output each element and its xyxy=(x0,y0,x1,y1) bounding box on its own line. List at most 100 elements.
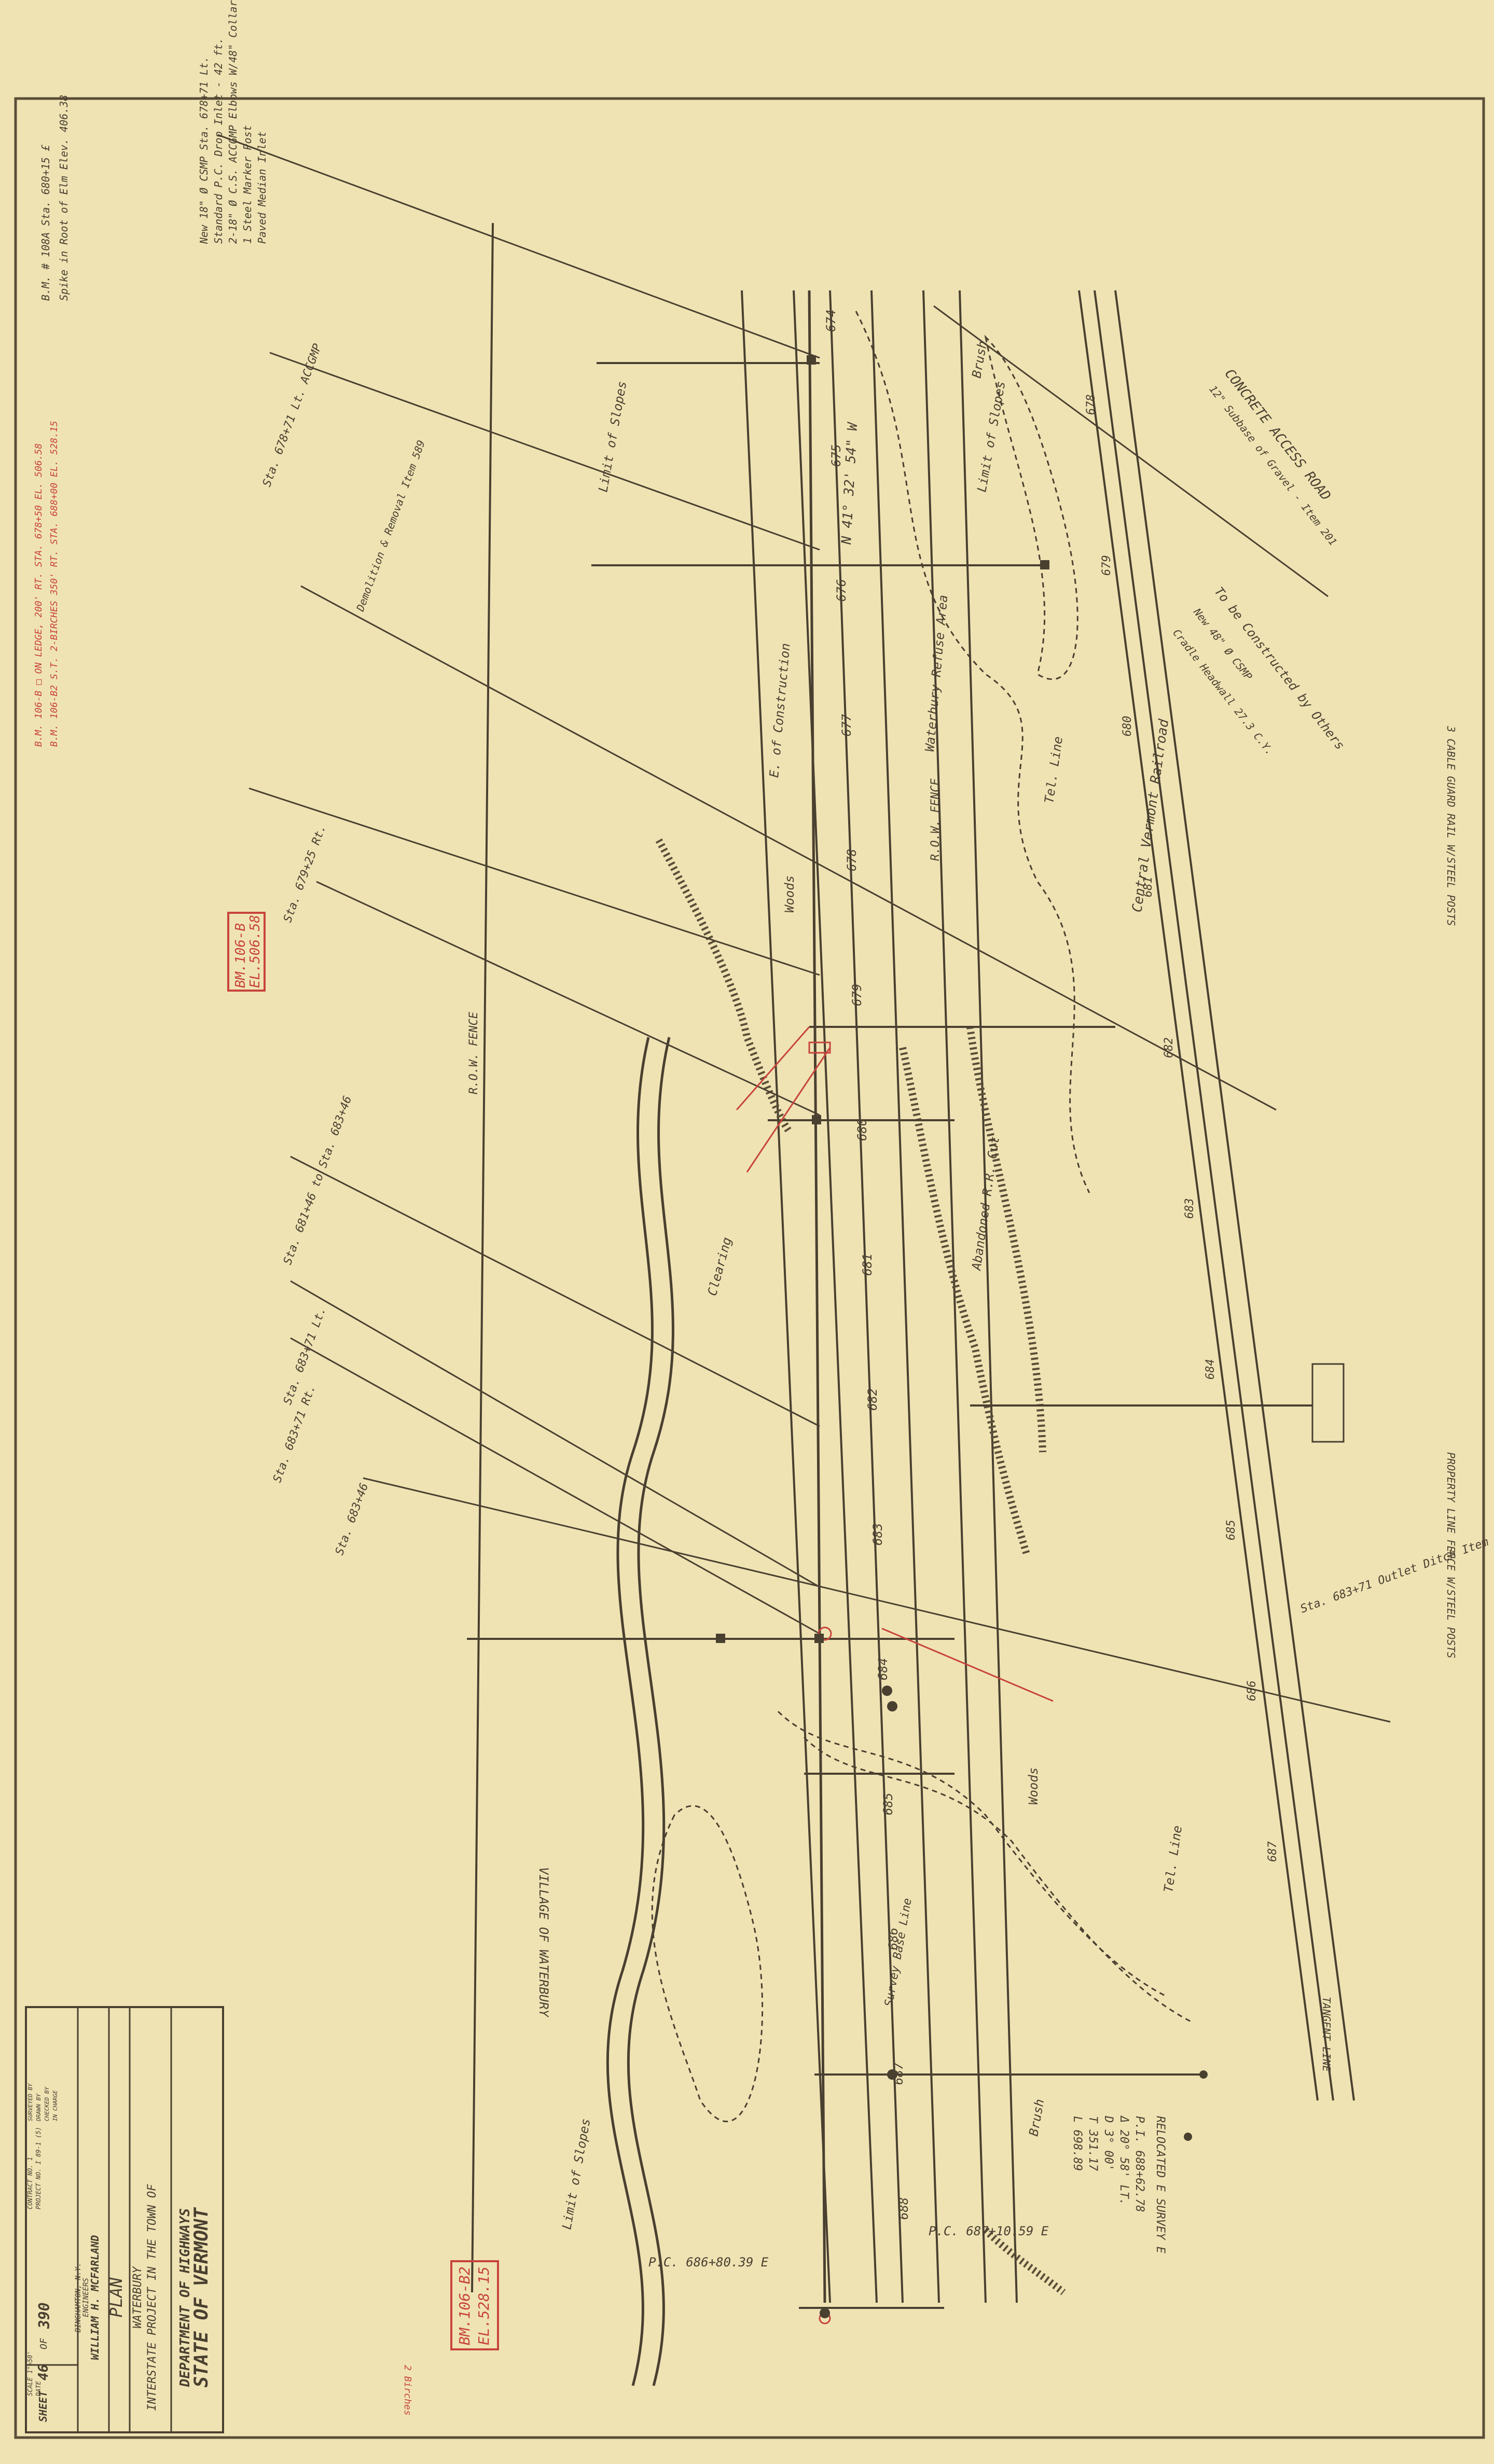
station-13: 687 xyxy=(891,2062,906,2085)
tb-project-no: PROJECT NO. I 89-1 (5) xyxy=(35,2127,42,2209)
station-8: 682 xyxy=(865,1388,880,1411)
station-5: 679 xyxy=(850,984,864,1006)
rr-station-8: 686 xyxy=(1246,1680,1258,1701)
tb-surveyed: SURVEYED BY xyxy=(27,2083,34,2121)
left-note-0: New 18" Ø CSMP Sta. 678+71 Lt. xyxy=(198,57,210,244)
structure-markers xyxy=(716,355,1208,2318)
railroad-tracks xyxy=(1078,290,1355,2101)
station-11: 685 xyxy=(881,1793,895,1815)
rr-station-1: 679 xyxy=(1100,555,1113,576)
tb-sheet-total: 390 xyxy=(36,2302,53,2329)
station-4: 678 xyxy=(845,849,859,871)
tb-drawn: DRAWN BY xyxy=(35,2093,42,2122)
brook-line-2 xyxy=(627,1037,674,2386)
station-9: 683 xyxy=(870,1523,885,1546)
label-row-fence-right: R.O.W. FENCE xyxy=(929,778,942,861)
curve-row-1: Δ 20° 58' LT. xyxy=(1117,2115,1130,2205)
roadway-lines xyxy=(741,290,1018,2303)
plan-drawing xyxy=(25,134,1391,2433)
tb-town: WATERBURY xyxy=(131,2266,144,2329)
slope-hatch-2 xyxy=(899,1047,1031,1557)
curve-row-3: T 351.17 xyxy=(1086,2116,1099,2171)
curve-row-2: D 3° 00' xyxy=(1102,2115,1115,2171)
station-1: 675 xyxy=(829,444,843,467)
curve-row-0: P.I. 688+62.78 xyxy=(1133,2116,1146,2212)
left-note-1: Standard P.C. Drop Inlet - 42 ft. xyxy=(212,38,225,244)
tb-view: PLAN xyxy=(106,2277,126,2318)
tb-engineer: WILLIAM H. MCFARLAND xyxy=(89,2235,101,2360)
red-markups xyxy=(736,1026,1054,2324)
curve-title: RELOCATED E SURVEY E xyxy=(1154,2116,1167,2254)
tb-city: BINGHAMTON, N.Y. xyxy=(74,2263,82,2333)
tb-of-label: OF xyxy=(38,2337,49,2349)
label-row-fence-left: R.O.W. FENCE xyxy=(467,1011,480,1094)
label-tangent: TANGENT LINE xyxy=(1320,1997,1333,2072)
tb-checked: CHECKED BY xyxy=(44,2086,50,2121)
rr-station-6: 684 xyxy=(1204,1359,1217,1380)
bm2-name: BM.106-B2 xyxy=(456,2266,473,2345)
rr-station-9: 687 xyxy=(1266,1841,1279,1862)
left-notes: New 18" Ø CSMP Sta. 678+71 Lt. Standard … xyxy=(198,0,268,244)
curve-row-4: L 698.89 xyxy=(1071,2116,1084,2171)
sheet-border xyxy=(14,97,1485,2439)
row-fence-left xyxy=(471,222,494,2293)
tb-department: DEPARTMENT OF HIGHWAYS xyxy=(177,2208,193,2387)
rr-station-labels: 678 679 680 681 682 683 684 685 686 687 xyxy=(1085,394,1279,1862)
tb-date: DATE xyxy=(35,2381,42,2397)
tb-state: STATE OF VERMONT xyxy=(191,2207,212,2387)
rr-station-5: 683 xyxy=(1183,1198,1196,1219)
slope-hatch-3 xyxy=(966,1026,1046,1453)
bm-note-red-2: B.M. 106-B2 S.T. 2-BIRCHES 350' RT. STA.… xyxy=(49,421,60,747)
leader-lines xyxy=(217,134,1391,1723)
label-pc2: P.C. 687+10.59 E xyxy=(929,2224,1049,2238)
left-note-2: 2-18" Ø C.S. ACCGMP Elbows W/48" Collars xyxy=(227,0,239,244)
tb-scale: SCALE 1"=50' xyxy=(26,2351,34,2396)
tb-engineer-sub: ENGINEERS xyxy=(82,2278,90,2317)
tb-sheet-label: SHEET xyxy=(37,2390,49,2422)
rr-station-4: 682 xyxy=(1163,1037,1175,1058)
station-0: 674 xyxy=(824,310,838,332)
station-12: 686 xyxy=(886,1928,901,1950)
brook-line xyxy=(606,1037,654,2386)
tb-in-charge: IN CHARGE xyxy=(52,2090,59,2121)
tb-project: INTERSTATE PROJECT IN THE TOWN OF xyxy=(146,2184,159,2411)
bm1-box xyxy=(227,912,266,992)
label-village: VILLAGE OF WATERBURY xyxy=(536,1867,551,2018)
station-10: 684 xyxy=(876,1658,890,1680)
left-note-3: 1 Steel Marker Post xyxy=(241,125,254,244)
slope-hatch-1 xyxy=(655,838,792,1133)
survey-centerline xyxy=(808,290,826,2303)
station-14: 688 xyxy=(896,2197,911,2220)
title-block xyxy=(25,2006,224,2433)
station-2: 676 xyxy=(834,579,849,602)
label-woods-2: Woods xyxy=(1026,1767,1041,1805)
station-labels: 674 675 676 677 678 679 680 681 682 683 … xyxy=(824,310,911,2220)
station-7: 681 xyxy=(860,1254,875,1276)
station-3: 677 xyxy=(839,714,854,736)
bm1-name: BM.106-B xyxy=(233,923,248,988)
bm-ink-box xyxy=(1311,1363,1345,1443)
title-block-text: STATE OF VERMONT DEPARTMENT OF HIGHWAYS … xyxy=(26,2083,212,2422)
bm1-elev: EL.506.58 xyxy=(247,915,263,988)
cross-lines xyxy=(467,362,1312,2309)
rr-station-2: 680 xyxy=(1121,716,1134,736)
label-two-birches: 2 Birches xyxy=(402,2365,413,2416)
left-note-4: Paved Median Inlet xyxy=(256,131,268,244)
tb-sheet-number: 46 xyxy=(36,2364,51,2381)
bm-note-red-1: B.M. 106-B □ ON LEDGE, 200' RT. STA. 678… xyxy=(33,443,44,747)
rr-station-0: 678 xyxy=(1085,394,1098,415)
curve-data: RELOCATED E SURVEY E P.I. 688+62.78 Δ 20… xyxy=(1071,2115,1167,2254)
label-woods-1: Woods xyxy=(782,875,797,913)
label-property-fence: PROPERTY LINE FENCE W/STEEL POSTS xyxy=(1445,1452,1457,1658)
bm-note-ink-2: Spike in Root of Elm Elev. 406.38 xyxy=(58,95,70,301)
bm2-elev: EL.528.15 xyxy=(475,2266,492,2345)
label-pc1: P.C. 686+80.39 E xyxy=(648,2255,769,2270)
bm-note-ink-1: B.M. # 108A Sta. 680+15 £ xyxy=(39,145,52,301)
label-cable-guard: 3 CABLE GUARD RAIL W/STEEL POSTS xyxy=(1445,726,1457,926)
tb-contract: CONTRACT NO. 1 xyxy=(26,2157,34,2209)
bm2-box xyxy=(450,2260,499,2350)
rr-station-3: 681 xyxy=(1142,876,1155,897)
station-6: 680 xyxy=(855,1119,869,1141)
woods-outlines xyxy=(651,311,1194,2123)
